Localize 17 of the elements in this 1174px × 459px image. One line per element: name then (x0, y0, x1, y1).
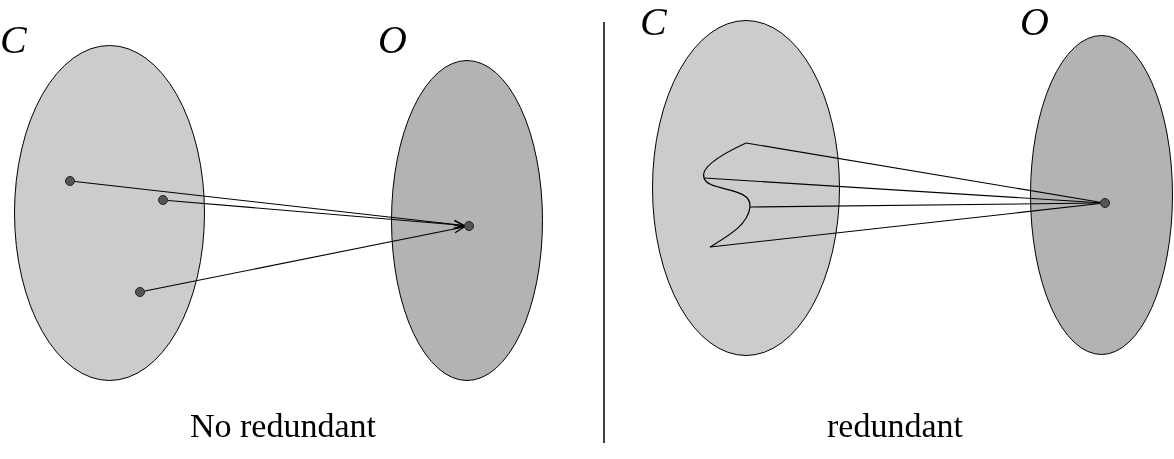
line (745, 142, 1101, 203)
point-dot (464, 221, 474, 231)
caption-text: redundant (827, 406, 963, 446)
set-symbol: C (640, 2, 667, 42)
arrow (144, 224, 465, 292)
set-symbol: O (1020, 2, 1049, 42)
set-symbol: C (0, 20, 27, 60)
set-symbol: O (378, 20, 407, 60)
caption-text: No redundant (190, 406, 376, 446)
line (709, 203, 1101, 248)
arrow (74, 181, 465, 229)
point-dot (135, 287, 145, 297)
point-dot (65, 176, 75, 186)
line (749, 202, 1101, 208)
point-dot (158, 195, 168, 205)
point-dot (1100, 198, 1110, 208)
arrow (167, 199, 465, 230)
